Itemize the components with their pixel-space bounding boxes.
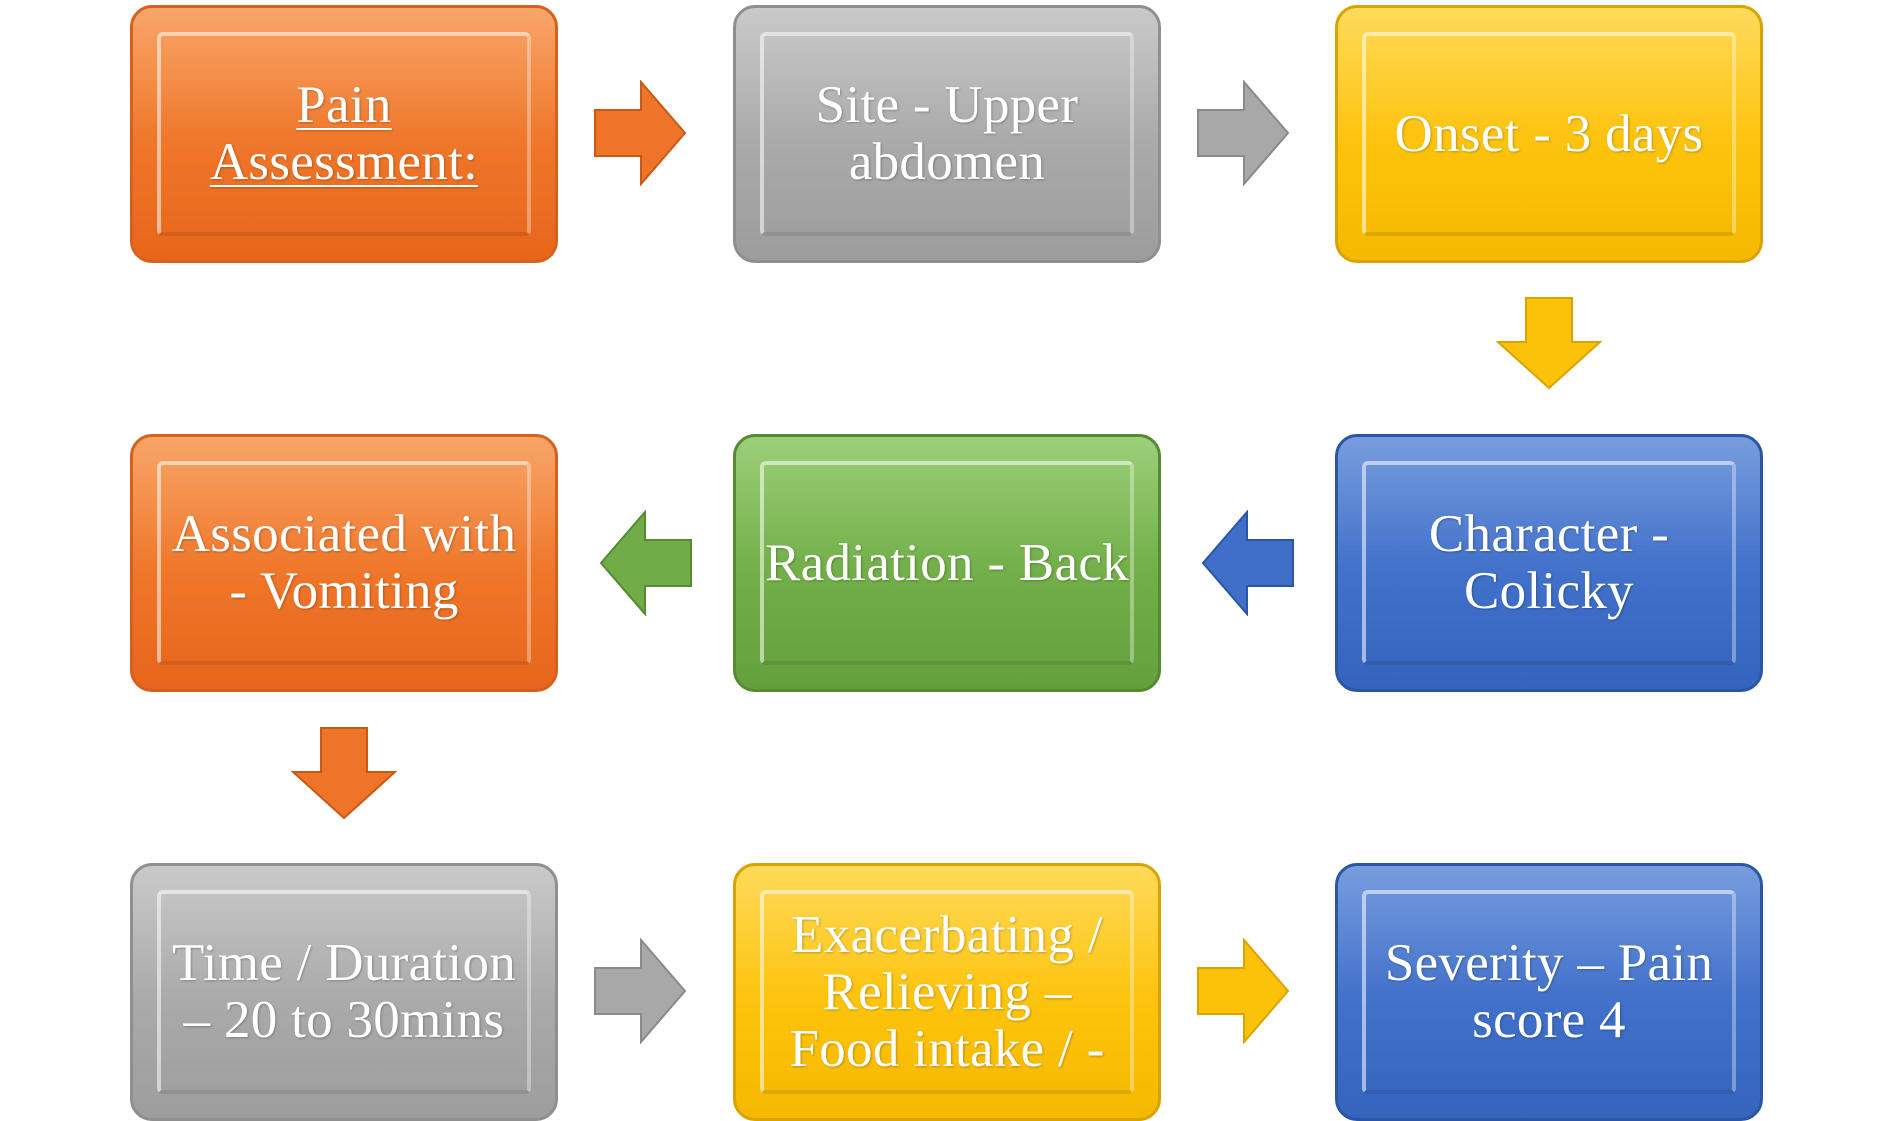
box-time-duration-text: Time / Duration – 20 to 30mins bbox=[162, 935, 526, 1049]
box-exacerbating-text: Exacerbating / Relieving – Food intake /… bbox=[779, 905, 1114, 1078]
box-character-text: Character - Colicky bbox=[1419, 506, 1679, 620]
box-severity-text: Severity – Pain score 4 bbox=[1375, 935, 1723, 1049]
arrow-right-icon bbox=[594, 80, 687, 186]
box-pain-assessment-text: Pain Assessment: bbox=[200, 77, 488, 191]
arrow-right-icon bbox=[1197, 80, 1290, 186]
box-severity: Severity – Pain score 4 bbox=[1335, 863, 1763, 1121]
box-time-duration: Time / Duration – 20 to 30mins bbox=[130, 863, 558, 1121]
arrow-down-icon bbox=[291, 727, 397, 820]
box-line: Character - bbox=[1428, 505, 1670, 563]
box-line: Radiation - Back bbox=[765, 533, 1129, 592]
box-line: Relieving – bbox=[822, 962, 1072, 1021]
arrow-right-icon bbox=[1197, 938, 1290, 1044]
box-site-text: Site - Upper abdomen bbox=[806, 77, 1089, 191]
arrow-left-icon bbox=[599, 510, 692, 616]
box-line: Exacerbating / bbox=[791, 905, 1103, 964]
arrow-left-icon bbox=[1201, 510, 1294, 616]
box-line: Associated with bbox=[171, 505, 517, 563]
box-line: Assessment: bbox=[209, 133, 479, 191]
box-associated: Associated with - Vomiting bbox=[130, 434, 558, 692]
box-character: Character - Colicky bbox=[1335, 434, 1763, 692]
arrow-right-icon bbox=[594, 938, 687, 1044]
box-onset: Onset - 3 days bbox=[1335, 5, 1763, 263]
box-site: Site - Upper abdomen bbox=[733, 5, 1161, 263]
box-associated-text: Associated with - Vomiting bbox=[162, 506, 527, 620]
box-line: Time / Duration bbox=[171, 934, 517, 992]
box-radiation-text: Radiation - Back bbox=[755, 533, 1139, 592]
box-line: Food intake / - bbox=[789, 1019, 1105, 1078]
box-line: Severity – Pain bbox=[1384, 934, 1714, 992]
box-line: - Vomiting bbox=[229, 562, 459, 620]
box-line: abdomen bbox=[848, 133, 1046, 191]
box-radiation: Radiation - Back bbox=[733, 434, 1161, 692]
box-onset-text: Onset - 3 days bbox=[1385, 104, 1714, 163]
box-line: Colicky bbox=[1464, 562, 1634, 620]
box-exacerbating: Exacerbating / Relieving – Food intake /… bbox=[733, 863, 1161, 1121]
box-line: Onset - 3 days bbox=[1394, 104, 1704, 163]
arrow-down-icon bbox=[1496, 297, 1602, 390]
box-line: – 20 to 30mins bbox=[183, 991, 505, 1049]
box-line: Pain bbox=[296, 76, 392, 134]
box-line: Site - Upper bbox=[815, 76, 1079, 134]
box-line: score 4 bbox=[1472, 991, 1626, 1049]
box-pain-assessment: Pain Assessment: bbox=[130, 5, 558, 263]
